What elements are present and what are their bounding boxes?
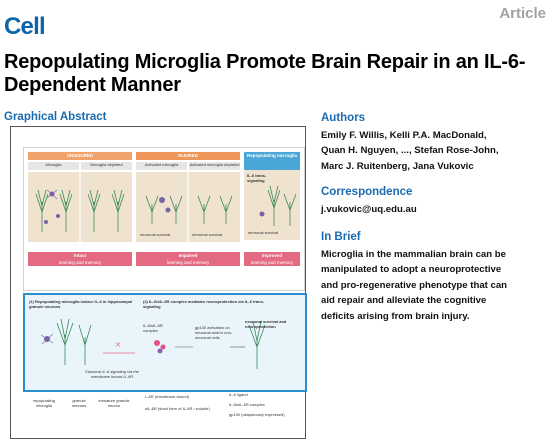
in-brief-line-2: manipulated to adopt a neuroprotective <box>321 264 502 276</box>
authors-line-1: Emily F. Willis, Kelli P.A. MacDonald, <box>321 130 487 141</box>
sub-label-activated-depleted: Activated microglia depleted <box>189 162 240 170</box>
legend-complex: IL-6/sIL-6R complex <box>229 402 265 407</box>
classical-signaling-label: Classical IL-6 signaling via the membran… <box>85 369 139 379</box>
repopulating-tissue: IL-6 trans-signaling neuronal survival <box>244 170 300 240</box>
survival-label-1: neuronal survival <box>140 232 171 237</box>
outcome-impaired-main: Impaired <box>178 253 198 258</box>
in-brief-line-4: aid repair and alleviate the cognitive <box>321 295 487 307</box>
correspondence-email[interactable]: j.vukovic@uq.edu.au <box>321 204 417 215</box>
injured-neuron-illustration <box>145 172 233 242</box>
correspondence-heading: Correspondence <box>321 186 413 198</box>
injured-tissue: neuronal survival neuronal survival <box>136 172 240 242</box>
legend-gp130: gp130 (ubiquitously expressed) <box>229 412 285 417</box>
authors-line-2: Quan H. Nguyen, ..., Stefan Rose-John, <box>321 145 499 157</box>
sub-label-activated-microglia: Activated microglia <box>136 162 187 170</box>
article-type-label: Article <box>499 5 546 22</box>
legend-repopulating-microglia: repopulating microglia <box>32 398 56 408</box>
authors-heading: Authors <box>321 112 366 124</box>
il6-trans-signaling-label: IL-6 trans-signaling <box>247 173 267 183</box>
survival-label-2: neuronal survival <box>192 232 223 237</box>
uninjured-panel: UNINJURED Microglia Microglia depleted <box>28 152 132 242</box>
uninjured-header: UNINJURED <box>28 152 132 160</box>
in-brief-line-1: Microglia in the mammalian brain can be <box>321 249 506 260</box>
graphical-abstract-heading: Graphical Abstract <box>4 111 107 123</box>
outcome-impaired: Impaired learning and memory <box>136 252 240 266</box>
authors-list: Emily F. Willis, Kelli P.A. MacDonald, Q… <box>321 128 546 174</box>
sub-label-microglia: Microglia <box>28 162 79 170</box>
gp130-activation-label: gp130 activation on neuronal and/or non-… <box>195 325 233 340</box>
outcome-improved: Improved learning and memory <box>244 252 300 266</box>
outcome-intact: Intact learning and memory <box>28 252 132 266</box>
legend-sil6r: sIL-6R (shed form of IL-6R / soluble) <box>145 406 210 411</box>
legend-granule-neurons: granule neurons <box>71 398 87 408</box>
neuroprotection-label: neuronal survival and neuroprotection <box>245 319 287 329</box>
outcome-impaired-sub: learning and memory <box>166 259 210 265</box>
mechanism-illustration: ✕ <box>40 318 266 369</box>
sub-label-microglia-depleted: Microglia depleted <box>81 162 132 170</box>
svg-text:✕: ✕ <box>115 342 121 349</box>
repopulating-panel: Repopulating microglia IL-6 trans-signal… <box>244 152 300 240</box>
outcome-intact-main: Intact <box>73 253 86 258</box>
mechanism-panel: (1) Repopulating microglia induce IL-6 i… <box>23 293 307 392</box>
injured-panel: INJURED Activated microglia Activated mi… <box>136 152 240 242</box>
outcome-improved-sub: learning and memory <box>250 259 294 265</box>
repopulating-header: Repopulating microglia <box>244 152 300 170</box>
repop-neuron-illustration <box>259 185 297 226</box>
in-brief-text: Microglia in the mammalian brain can be … <box>321 247 549 324</box>
article-title: Repopulating Microglia Promote Brain Rep… <box>4 51 526 96</box>
injury-panels: UNINJURED Microglia Microglia depleted <box>23 147 305 291</box>
legend-il6r-membrane: L-6R (membrane-bound) <box>145 394 190 399</box>
journal-logo: Cell <box>4 13 46 40</box>
uninjured-tissue <box>28 172 132 242</box>
outcome-intact-sub: learning and memory <box>58 259 102 265</box>
outcome-improved-main: Improved <box>261 253 283 258</box>
mechanism-1-title: (1) Repopulating microglia induce IL-6 i… <box>29 299 133 309</box>
in-brief-line-5: deficits arising from brain injury. <box>321 310 470 322</box>
in-brief-line-3: and pro-regenerative phenotype that can <box>321 279 508 291</box>
legend-immature-neuron: immature granule neuron <box>98 398 130 408</box>
in-brief-heading: In Brief <box>321 231 361 243</box>
survival-label-3: neuronal survival <box>248 230 279 235</box>
mechanism-2-title: (2) IL-6/sIL-6R complex mediates neuropr… <box>143 299 265 309</box>
figure-legend: repopulating microglia granule neurons i… <box>23 390 303 434</box>
injured-header: INJURED <box>136 152 240 160</box>
neuron-illustration <box>35 172 125 242</box>
complex-label: IL-6/sIL-6R complex <box>143 323 163 333</box>
legend-il6-ligand: IL-6 ligand <box>229 392 248 397</box>
authors-line-3: Marc J. Ruitenberg, Jana Vukovic <box>321 160 474 172</box>
